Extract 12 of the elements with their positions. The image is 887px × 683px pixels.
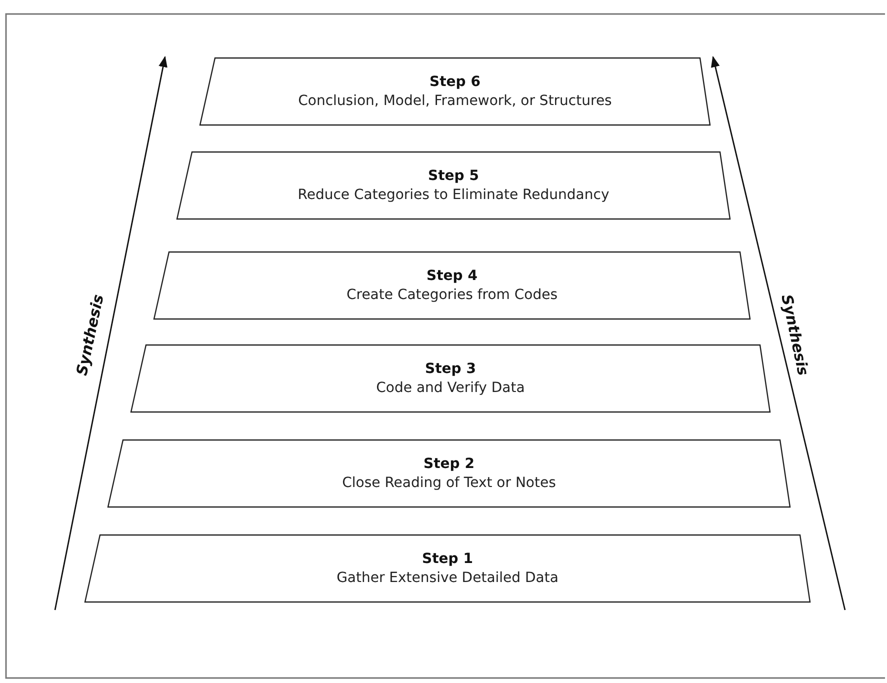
step-description: Close Reading of Text or Notes	[342, 475, 556, 491]
step-heading: Step 2	[424, 456, 474, 472]
step-description: Code and Verify Data	[376, 380, 525, 396]
step-description: Reduce Categories to Eliminate Redundancy	[298, 187, 610, 203]
step-description: Gather Extensive Detailed Data	[336, 570, 558, 586]
step-heading: Step 1	[422, 551, 473, 567]
step-description: Create Categories from Codes	[346, 287, 558, 303]
step-heading: Step 5	[428, 168, 479, 184]
step-description: Conclusion, Model, Framework, or Structures	[298, 93, 612, 109]
step-heading: Step 6	[430, 74, 480, 90]
step-heading: Step 3	[425, 361, 476, 377]
step-heading: Step 4	[426, 268, 478, 284]
